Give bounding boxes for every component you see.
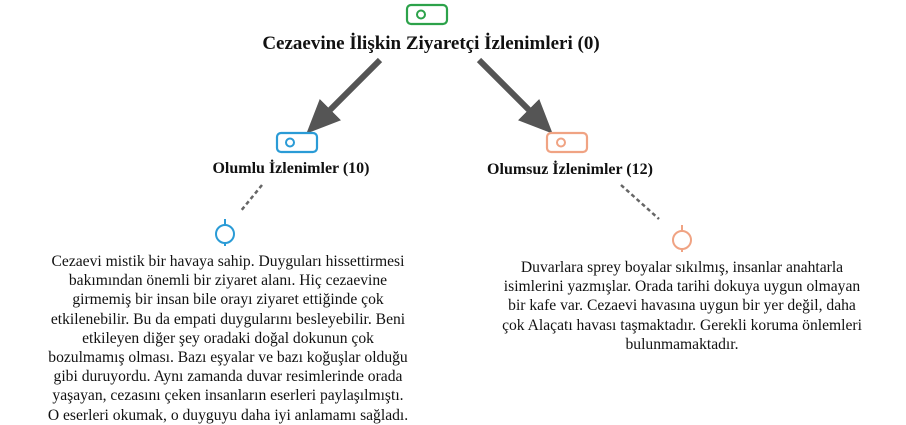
comment-line: Duvarlara sprey boyalar sıkılmış, insanl…: [520, 259, 844, 276]
negative-comment-connector: [620, 184, 660, 220]
positive-tag-icon[interactable]: [275, 131, 319, 154]
comment-line: gibi duruyordu. Aynı zamanda duvar resim…: [53, 368, 403, 386]
arrow-to-negative: [476, 57, 553, 134]
comment-line: girmemiş bir insan bile orayı ziyaret et…: [72, 291, 384, 309]
arrow-to-positive: [306, 57, 383, 134]
comment-line: O eserleri okumak, o duyguyu daha iyi an…: [47, 406, 409, 424]
comment-line: etkileyen diğer şey oradaki doğal dokunu…: [82, 329, 374, 347]
comment-line: bakımından önemli bir ziyaret alanı. Hiç…: [68, 272, 388, 290]
negative-comment-text: Duvarlara sprey boyalar sıkılmış, insanl…: [462, 258, 902, 354]
positive-comment-text: Cezaevi mistik bir havaya sahip. Duygula…: [0, 252, 456, 425]
positive-comment-pin-icon[interactable]: [215, 219, 235, 246]
comment-line: Cezaevi mistik bir havaya sahip. Duygula…: [51, 253, 405, 270]
comment-line: bir kafe var. Cezaevi havasına uygun bir…: [508, 297, 856, 315]
comment-line: yaşayan, cezasını çeken insanların eserl…: [52, 387, 404, 405]
comment-line: çok Alaçatı havası taşmaktadır. Gerekli …: [502, 316, 862, 334]
negative-comment-pin-icon[interactable]: [672, 225, 692, 252]
root-tag-icon[interactable]: [405, 3, 449, 26]
negative-node-title[interactable]: Olumsuz İzlenimler (12): [487, 161, 653, 178]
comment-line: bozulmamış olması. Bazı eşyalar ve bazı …: [48, 349, 408, 367]
negative-tag-icon[interactable]: [545, 131, 589, 154]
comment-line: isimlerini yazmışlar. Orada tarihi dokuy…: [503, 278, 861, 296]
positive-node-title[interactable]: Olumlu İzlenimler (10): [212, 160, 370, 177]
positive-comment-connector: [239, 184, 263, 213]
comment-line: bulunmamaktadır.: [625, 335, 739, 353]
root-node-title[interactable]: Cezaevine İlişkin Ziyaretçi İzlenimleri …: [262, 33, 600, 54]
comment-line: etkilenebilir. Bu da empati duygularını …: [50, 310, 406, 328]
